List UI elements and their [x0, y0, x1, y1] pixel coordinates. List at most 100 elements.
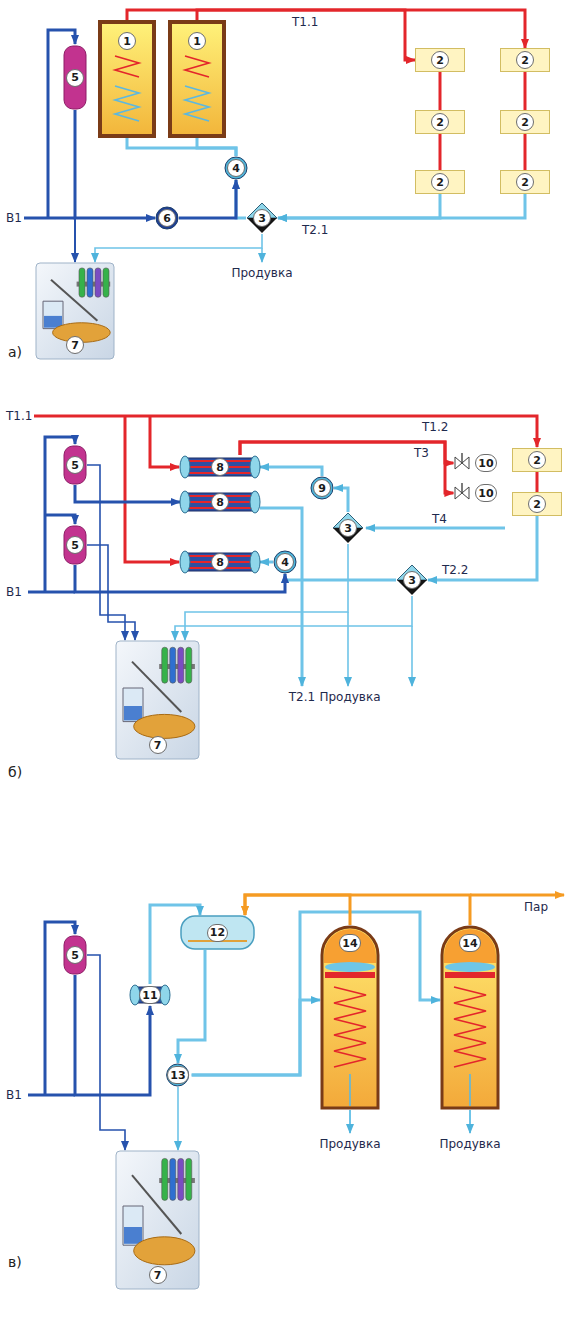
steam-pipe [470, 894, 564, 897]
pipe-connector [127, 138, 236, 156]
pipe-connector [260, 561, 273, 564]
callout-number: 2 [516, 113, 534, 131]
water-inlet-pipe [28, 591, 75, 594]
pipe-connector [240, 442, 453, 493]
callout-number: 7 [66, 336, 84, 354]
pipe-label: Т1.1 [290, 15, 320, 29]
pipe-label: Т3 [412, 446, 431, 460]
callout-number: 11 [139, 986, 160, 1004]
pump-circle: 13 [164, 1063, 191, 1087]
radiator: 2 [415, 170, 465, 194]
callout-number: 5 [66, 536, 84, 554]
callout-number: 3 [403, 571, 421, 589]
callout-number: 2 [516, 173, 534, 191]
safety-valve: 10 [453, 482, 496, 504]
filter-diamond: 3 [246, 202, 278, 234]
callout-number: 14 [339, 934, 360, 952]
pipe-connector [240, 442, 453, 463]
pump-circle: 6 [155, 206, 179, 230]
laboratory-picture: 7 [115, 1150, 200, 1290]
pipe-connector [178, 950, 205, 1063]
reagent-vessel: 5 [63, 45, 87, 110]
radiator: 2 [512, 448, 562, 472]
pipe-connector [87, 545, 135, 640]
pipe-connector [439, 134, 442, 170]
blowdown-pipe [261, 248, 263, 262]
pipe-connector [536, 472, 539, 492]
supply-pipe [125, 416, 179, 562]
callout-number: 4 [227, 159, 245, 177]
panel-letter: а) [6, 345, 24, 359]
pipe-label: Т4 [430, 512, 449, 526]
pipe-connector [74, 110, 76, 262]
callout-number: 12 [207, 924, 228, 942]
pipe-connector [197, 10, 525, 48]
pipe-label: Продувка [437, 1137, 502, 1151]
callout-number: 4 [276, 553, 294, 571]
reagent-vessel: 5 [63, 525, 87, 565]
pipe-connector [439, 72, 442, 110]
pipe-connector [177, 1087, 179, 1150]
reagent-vessel: 5 [63, 935, 87, 975]
pipe-connector [245, 895, 470, 925]
callout-number: 8 [211, 553, 229, 571]
callout-number: 8 [211, 458, 229, 476]
callout-number: 10 [475, 484, 496, 502]
pipe-label: Т1.1 [4, 409, 34, 423]
callout-number: 2 [431, 113, 449, 131]
filter-diamond: 3 [332, 512, 364, 544]
laboratory-picture: 7 [115, 640, 200, 760]
callout-number: 3 [253, 209, 271, 227]
pipe-connector [278, 194, 440, 218]
filter-diamond: 3 [396, 564, 428, 596]
pipe-label: Продувка [317, 690, 382, 704]
callout-number: 7 [149, 1266, 167, 1284]
return-pipe [260, 508, 302, 686]
pipe-label: Т2.1 [287, 690, 317, 704]
pump-circle: 4 [273, 550, 297, 574]
pipe-connector [197, 138, 236, 156]
pump-circle: 4 [224, 156, 248, 180]
pipe-label: В1 [4, 1088, 24, 1102]
pipe-connector [278, 194, 525, 218]
pipe-label: В1 [4, 585, 24, 599]
steam-boiler: 14 [320, 925, 380, 1110]
bypass-pipe [45, 515, 75, 524]
blowdown-pipe [411, 626, 413, 686]
pipe-connector [245, 895, 350, 925]
steam-boiler: 14 [440, 925, 500, 1110]
deaerator-tank: 12 [180, 915, 255, 950]
panel-letter: в) [6, 1255, 24, 1269]
supply-pipe [150, 416, 179, 467]
callout-number: 1 [188, 32, 206, 50]
callout-number: 9 [313, 479, 331, 497]
callout-number: 2 [431, 173, 449, 191]
callout-number: 2 [431, 51, 449, 69]
pipe-label: Пар [522, 900, 550, 914]
callout-number: 1 [118, 32, 136, 50]
callout-number: 2 [528, 451, 546, 469]
radiator: 2 [415, 110, 465, 134]
pipe-connector [95, 234, 262, 262]
pipe-connector [179, 180, 236, 218]
hot-water-boiler: 1 [168, 20, 226, 138]
pipe-connector [524, 72, 527, 110]
steam-boiler-outline [440, 925, 500, 1110]
radiator: 2 [500, 110, 550, 134]
callout-number: 2 [516, 51, 534, 69]
radiator: 2 [500, 170, 550, 194]
callout-number: 13 [167, 1066, 188, 1084]
blowdown-pipe [347, 612, 349, 686]
blowdown-pipe [469, 1110, 471, 1133]
steam-boiler-outline [320, 925, 380, 1110]
callout-number: 5 [66, 946, 84, 964]
callout-number: 14 [459, 934, 480, 952]
pipe-connector [334, 488, 348, 512]
pipe-label: Т2.1 [300, 223, 330, 237]
heat-exchanger: 8 [180, 455, 260, 479]
callout-number: 6 [158, 209, 176, 227]
pump-circle: 9 [310, 476, 334, 500]
pipe-label: В1 [4, 211, 24, 225]
